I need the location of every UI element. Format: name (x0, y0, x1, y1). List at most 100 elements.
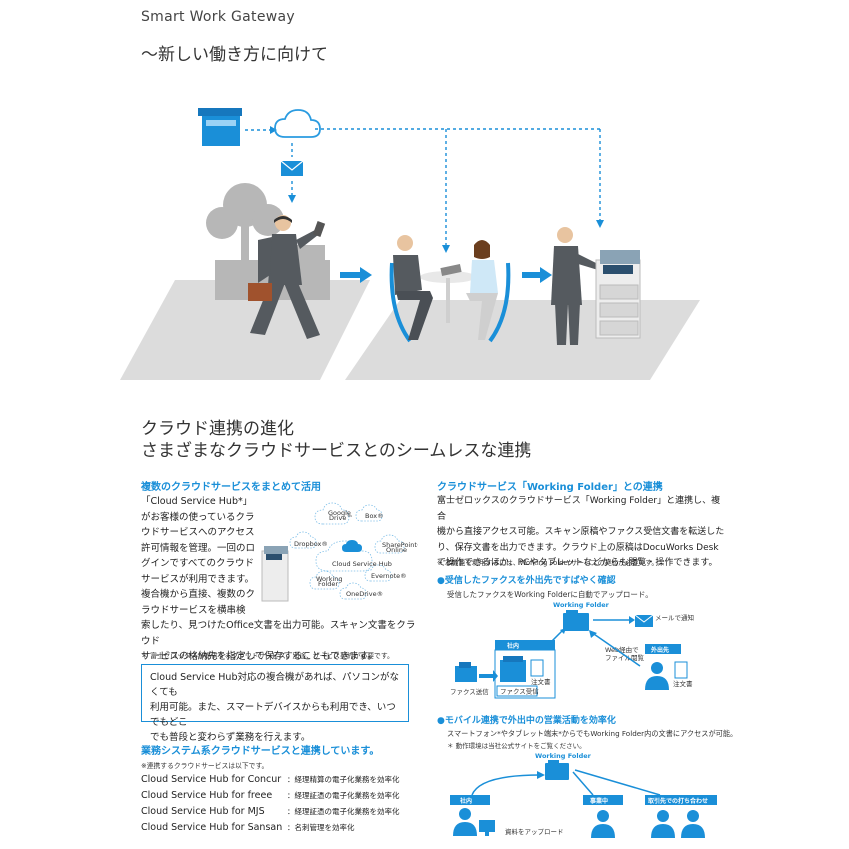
service-desc: ：経理証憑の電子化業務を効率化 (287, 807, 400, 816)
document-icon (530, 659, 544, 677)
body-line: 索したり、見つけたOffice文書を出力可能。スキャン文書をクラウド (141, 620, 416, 647)
table-row: Cloud Service Hub for Sansan ：名刺管理を効率化 (141, 820, 400, 836)
service-name: Cloud Service Hub for Concur (141, 774, 282, 785)
mfp-machine (595, 250, 641, 339)
fax-send-label: ファクス送信 (450, 687, 489, 696)
left-note: ＊ 富士ゼロックスが提供するクラウドサービス。別途、サービス契約が必要です。 (141, 652, 394, 660)
svg-text:Working: Working (316, 575, 343, 583)
table-row: Cloud Service Hub for MJS ：経理証憑の電子化業務を効率… (141, 804, 400, 820)
right-note: ※ 本機能を利用するには、Working Folderサービスの契約が必要です。 (437, 559, 659, 567)
biz-section-title: 業務システム系クラウドサービスと連携しています。 (141, 746, 380, 757)
mobile-flow-diagram: Working Folder 社内 資料をアップロード 事業中 取引先での打ち合… (450, 752, 717, 838)
bullet-fax-title: ●受信したファクスを外出先ですばやく確認 (437, 576, 616, 586)
right-section-body: 富士ゼロックスのクラウドサービス「Working Folder」と連携し、複合 … (437, 494, 727, 572)
printer-icon (500, 656, 526, 682)
folder-icon (545, 760, 569, 780)
service-name: Cloud Service Hub for MJS (141, 806, 265, 817)
printer-icon (261, 546, 289, 602)
biz-note: ※連携するクラウドサービスは以下です。 (141, 762, 269, 770)
monitor-icon (479, 820, 495, 836)
info-box: Cloud Service Hub対応の複合機があれば、パソコンがなくても 利用… (141, 664, 409, 743)
bullet-mobile-title: ●モバイル連携で外出中の営業活動を効率化 (437, 716, 616, 726)
person-icon (651, 810, 705, 838)
service-table: Cloud Service Hub for Concur ：経理精算の電子化業務… (141, 772, 400, 836)
platform-right (345, 300, 700, 380)
man-at-printer (551, 227, 600, 345)
upload-label: 資料をアップロード (505, 827, 564, 836)
bullet-mobile-desc: スマートフォン*やタブレット端末*からでもWorking Folder内の文書に… (447, 729, 738, 738)
meeting-scene (389, 235, 511, 343)
client-meeting-label: 取引先での打ち合わせ (648, 797, 708, 805)
body-line: ラウドサービスを横串検 (141, 604, 246, 616)
svg-text:Cloud Service Hub: Cloud Service Hub (332, 560, 392, 568)
order-label: 注文書 (673, 679, 693, 688)
svg-text:Folder: Folder (318, 580, 338, 588)
box-line: でも普段と変わらず業務を行えます。 (150, 732, 311, 743)
svg-text:SharePoint®: SharePoint® (382, 541, 418, 549)
briefcase-icon (248, 283, 272, 301)
body-line: り、保存文書を出力できます。クラウド上の原稿はDocuWorks Desk (437, 542, 719, 553)
left-section-body-full: 索したり、見つけたOffice文書を出力可能。スキャン文書をクラウド サービスの… (141, 618, 421, 665)
order-label: 注文書 (531, 677, 551, 686)
person-icon (453, 808, 477, 836)
body-line: 複合機から直接、複数のク (141, 589, 256, 600)
svg-text:Online: Online (386, 546, 407, 554)
box-line: 利用可能。また、スマートデバイスからも利用でき、いつでもどこ (150, 702, 396, 728)
body-line: 許可情報を管理。一回のロ (141, 542, 256, 554)
mail-icon (280, 160, 304, 176)
person-icon (591, 810, 615, 838)
mail-label: メールで通知 (655, 613, 694, 622)
printer-icon (198, 108, 242, 146)
bullet-fax-desc: 受信したファクスをWorking Folderに自動でアップロード。 (447, 590, 653, 599)
filebrowse-label: ファイル閲覧 (605, 653, 645, 662)
right-section-title: クラウドサービス「Working Folder」との連携 (437, 482, 663, 493)
office-label: 社内 (459, 797, 472, 805)
visit-tag (583, 795, 623, 805)
office-label: 社内 (506, 642, 519, 650)
left-section-body: 「Cloud Service Hub*」 がお客様の使っているクラ ウドサービス… (141, 494, 256, 618)
cloud-icon (274, 109, 321, 138)
table-row: Cloud Service Hub for freee ：経理証憑の電子化業務を… (141, 788, 400, 804)
table-row: Cloud Service Hub for Concur ：経理精算の電子化業務… (141, 772, 400, 788)
section-headline: クラウド連携の進化 (141, 419, 294, 439)
service-name: Cloud Service Hub for freee (141, 790, 273, 801)
brand-title: Smart Work Gateway (141, 9, 295, 25)
fax-recv-label: ファクス受信 (500, 687, 539, 696)
mail-icon (634, 614, 654, 627)
web-label: Web経由で (605, 645, 639, 654)
workflow-illustration (120, 108, 700, 380)
body-line: 「Cloud Service Hub*」 (141, 496, 253, 507)
body-line: 富士ゼロックスのクラウドサービス「Working Folder」と連携し、複合 (437, 496, 721, 522)
document-icon (674, 661, 688, 679)
svg-text:Dropbox®: Dropbox® (294, 540, 328, 548)
svg-text:OneDrive®: OneDrive® (346, 590, 383, 598)
fax-flow-diagram: Working Folder 社内 ファクス送信 ファクス受信 注文書 メールで… (450, 601, 694, 699)
service-desc: ：経理証憑の電子化業務を効率化 (287, 791, 400, 800)
working-folder-label: Working Folder (553, 601, 610, 609)
tagline: 〜新しい働き方に向けて (141, 45, 328, 65)
outside-tag (645, 644, 681, 654)
bullet-mobile-note: ＊ 動作環境は当社公式サイトをご覧ください。 (447, 742, 586, 750)
cloud-service-hub-diagram: Google Drive™ Box® Dropbox® SharePoint® … (261, 502, 418, 602)
platform-left (120, 280, 370, 380)
svg-text:Drive™: Drive™ (329, 514, 353, 522)
left-section-title: 複数のクラウドサービスをまとめて活用 (141, 482, 321, 493)
visit-label: 事業中 (590, 797, 608, 805)
client-meeting-tag (645, 795, 717, 805)
outside-label: 外出先 (650, 646, 669, 654)
body-line: ウドサービスへのアクセス (141, 527, 255, 538)
svg-text:Box®: Box® (365, 512, 384, 520)
body-line: サービスの格納先を指定して保存することもできます。 (141, 651, 377, 662)
section-subheadline: さまざまなクラウドサービスとのシームレスな連携 (141, 441, 532, 461)
body-line: グインですべてのクラウド (141, 558, 254, 569)
body-line: がお客様の使っているクラ (141, 511, 255, 523)
service-name: Cloud Service Hub for Sansan (141, 822, 283, 833)
office-tag (450, 795, 490, 805)
walking-businessman (248, 215, 326, 339)
box-line: Cloud Service Hub対応の複合機があれば、パソコンがなくても (150, 672, 399, 698)
service-desc: ：経理精算の電子化業務を効率化 (287, 775, 400, 784)
folder-icon (563, 610, 589, 631)
service-desc: ：名刺管理を効率化 (287, 823, 355, 832)
working-folder-label: Working Folder (535, 752, 592, 760)
body-line: サービスが利用できます。 (141, 573, 255, 585)
